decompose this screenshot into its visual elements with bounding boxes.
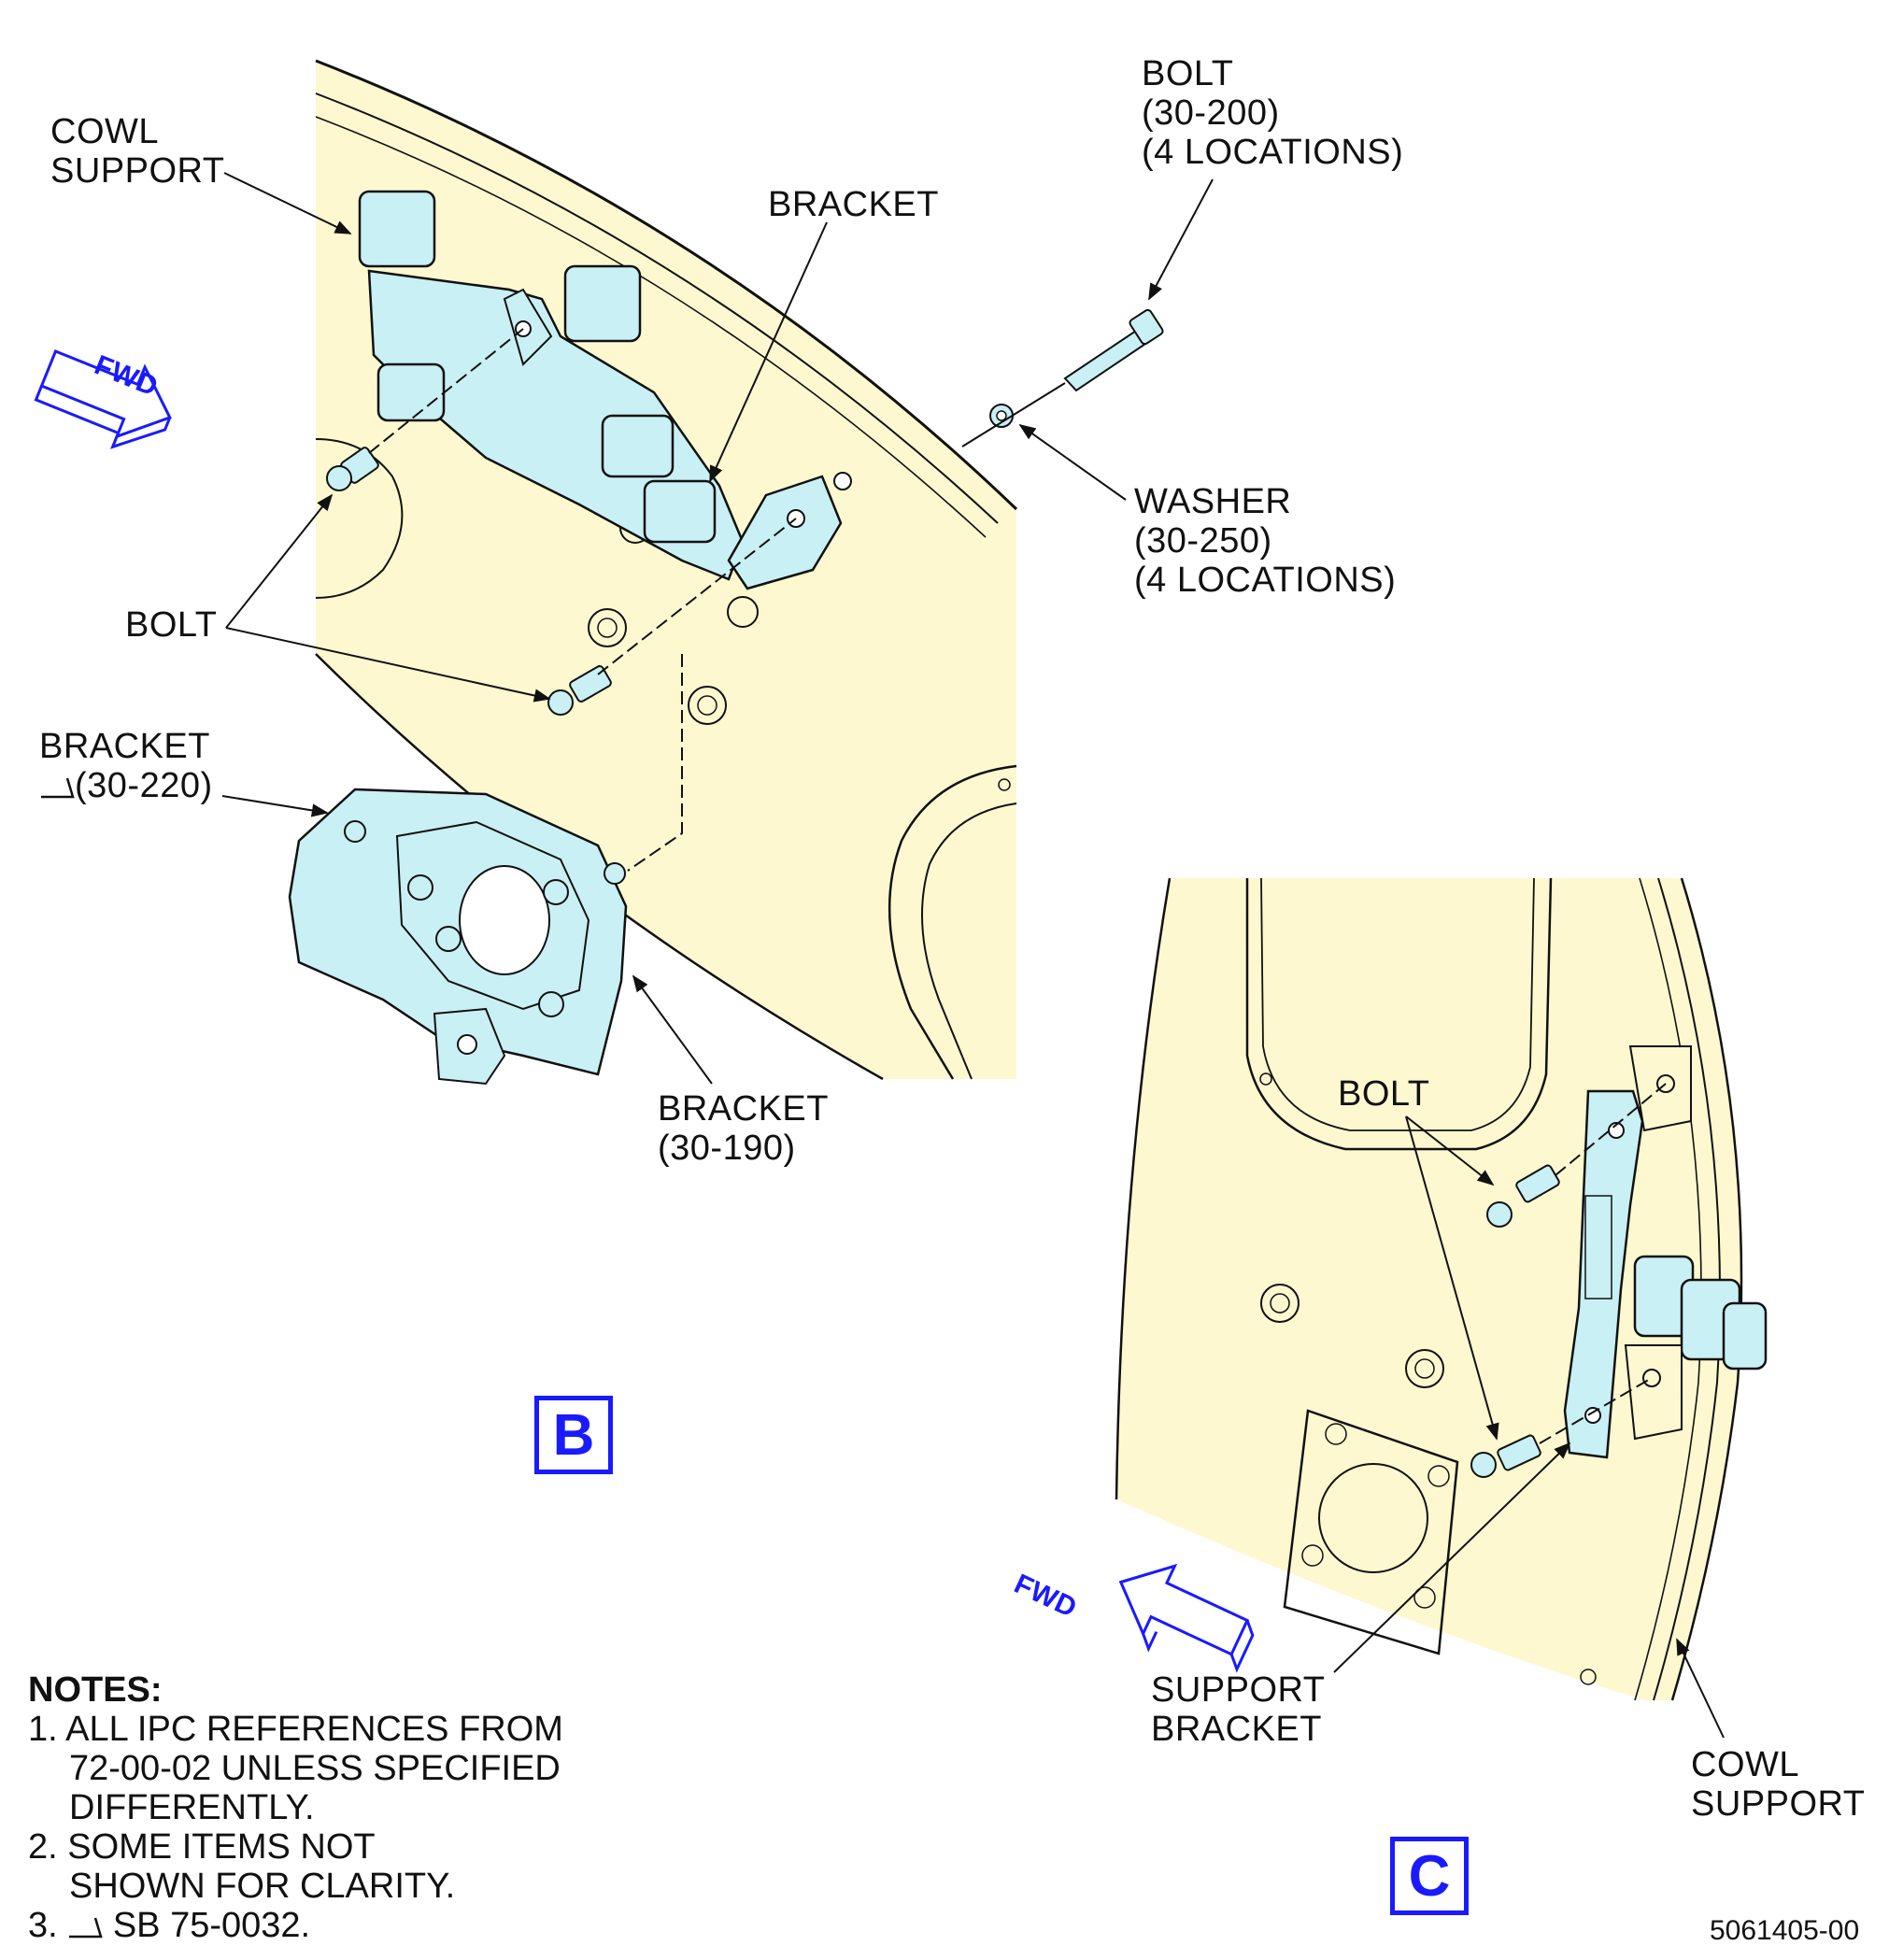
view-label-b: B xyxy=(534,1396,613,1474)
note-2-line-2: SHOWN FOR CLARITY. xyxy=(69,1867,456,1906)
notes-block: NOTES: 1. ALL IPC REFERENCES FROM 72-00-… xyxy=(28,1670,563,1945)
label-bolt-b: BOLT xyxy=(125,605,218,645)
leader-lines xyxy=(221,172,1725,1739)
note-3: 3. SB 75-0032. xyxy=(28,1906,311,1945)
note-2-line-1: 2. SOME ITEMS NOT xyxy=(28,1827,376,1867)
view-b-fasteners xyxy=(326,308,1164,872)
view-b-bracket-top xyxy=(358,190,852,590)
view-label-c: C xyxy=(1390,1837,1469,1915)
label-bracket-top: BRACKET xyxy=(768,185,939,224)
fwd-arrow-c xyxy=(1118,1563,1255,1673)
effectivity-delta-icon xyxy=(69,1917,103,1939)
view-c-bolts xyxy=(1470,1083,1667,1478)
notes-title: NOTES: xyxy=(28,1670,163,1710)
effectivity-delta-icon xyxy=(41,777,75,799)
document-number: 5061405-00 xyxy=(1710,1915,1860,1946)
label-bracket-30-190: BRACKET(30-190) xyxy=(658,1089,829,1168)
label-washer-30-250: WASHER(30-250)(4 LOCATIONS) xyxy=(1134,482,1397,600)
view-c-support-bracket xyxy=(1563,1045,1768,1459)
fwd-arrow-b xyxy=(34,349,172,449)
note-1-line-2: 72-00-02 UNLESS SPECIFIED xyxy=(69,1749,561,1788)
note-1-line-3: DIFFERENTLY. xyxy=(69,1788,315,1827)
label-bracket-30-220: BRACKET (30-220) xyxy=(39,727,213,805)
label-bolt-c: BOLT xyxy=(1338,1074,1430,1114)
note-1-line-1: 1. ALL IPC REFERENCES FROM xyxy=(28,1710,563,1749)
view-b-bracket-assembly xyxy=(288,788,628,1086)
label-bolt-30-200: BOLT(30-200)(4 LOCATIONS) xyxy=(1142,54,1404,172)
